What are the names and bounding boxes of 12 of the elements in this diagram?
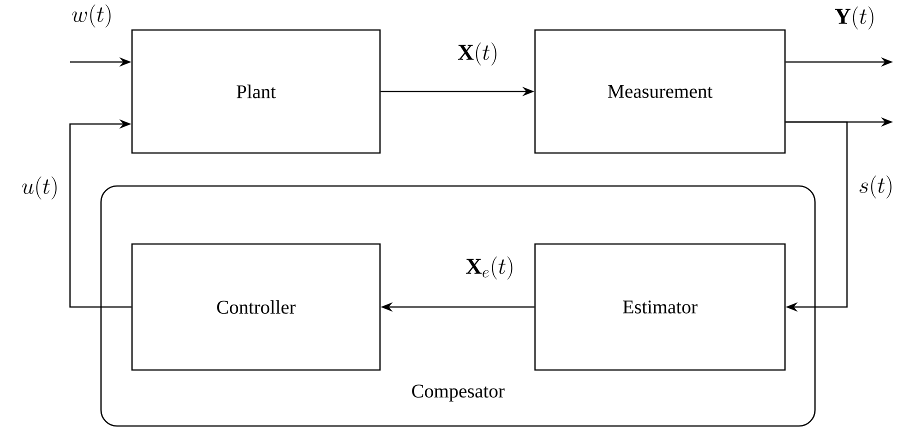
edge-label: $\mathbf{X}_e(t)$	[466, 256, 512, 280]
edge-label: $s(t)$	[860, 176, 892, 199]
block-box: Controller	[131, 243, 381, 371]
arrow	[69, 119, 132, 308]
block-box: Measurement	[534, 29, 786, 154]
block-box: Estimator	[534, 243, 786, 371]
edge-label: $u(t)$	[22, 176, 57, 200]
edge-label: $\mathbf{X}(t)$	[458, 42, 496, 66]
arrow	[786, 121, 848, 312]
block-box: Plant	[131, 29, 381, 154]
edge-label: $w(t)$	[72, 4, 111, 28]
edge-label: $\mathbf{Y}(t)$	[834, 6, 874, 30]
